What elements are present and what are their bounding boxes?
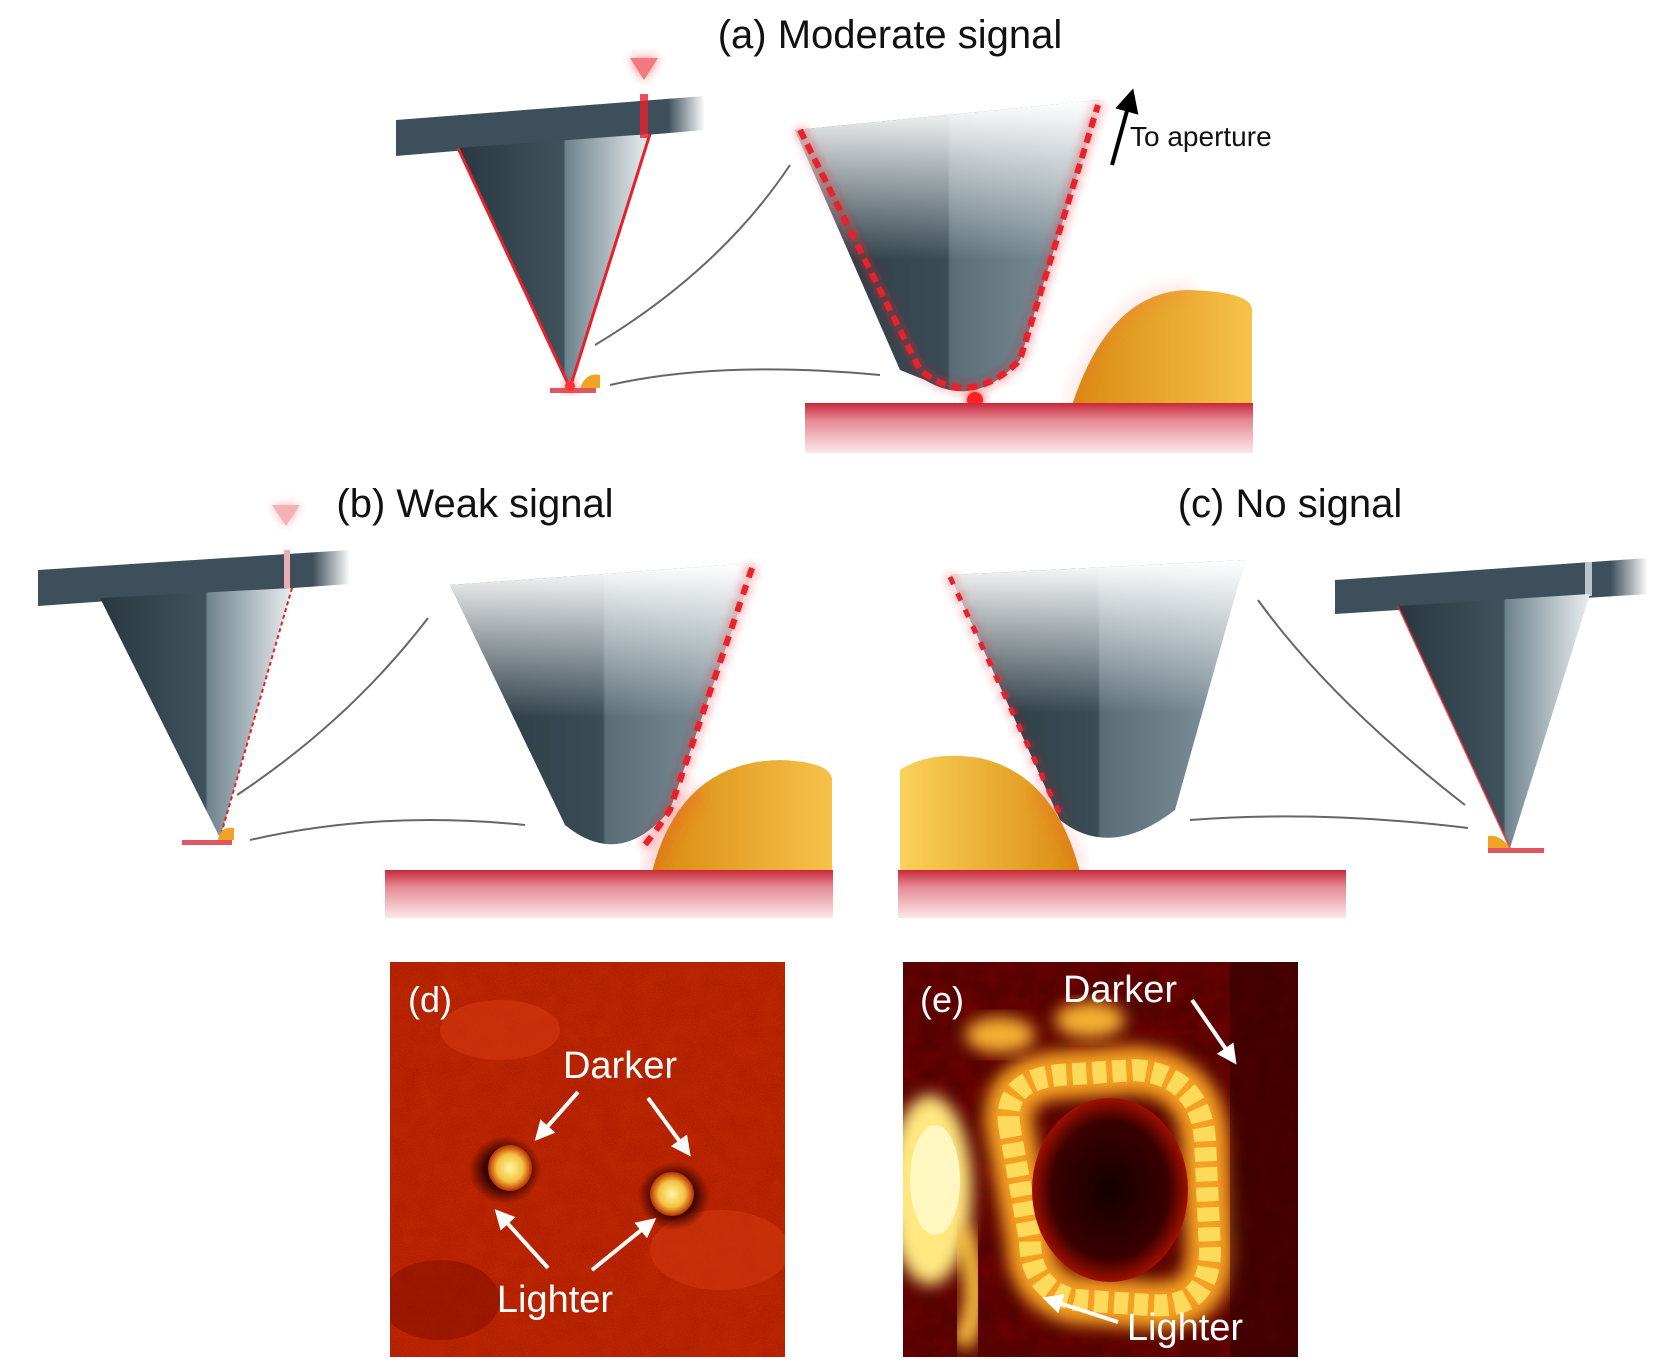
panel-b-zoomed-tip [450,563,755,853]
panel-a-laser-coating [797,104,1101,391]
panel-c: (c) No signal [898,482,1648,918]
panel-b-cantilever [38,550,350,606]
panel-a-small-particle [580,374,600,388]
panel-a: (a) Moderate signal To aperture [396,13,1272,453]
panel-a-small-probe [396,58,705,393]
panel-e-letter: (e) [920,979,964,1020]
panel-e-arrows [1042,998,1237,1324]
panel-d-bright-spot-2 [650,1172,694,1216]
panel-a-tip-cone [458,134,650,388]
panel-b-small-particle [218,827,234,840]
panel-a-laser-beam-icon [630,58,658,80]
panel-a-cantilever [396,96,705,156]
panel-d-map [390,962,785,1357]
panel-c-small-probe [1335,558,1648,853]
panel-b-label: (b) Weak signal [336,482,613,526]
panel-b-tip-cone [100,588,292,838]
panel-b: (b) Weak signal [38,482,833,918]
panel-d-letter: (d) [408,979,452,1020]
panel-b-laser-coating [637,567,755,853]
panel-c-gold-particle [900,755,1080,872]
panel-e-darker-label: Darker [1063,969,1177,1011]
panel-e-map [903,962,1298,1357]
panel-a-laser-slot [640,94,648,138]
panel-d-darker-label: Darker [563,1045,677,1087]
panel-a-substrate [805,403,1253,453]
panel-b-small-probe [38,505,350,845]
panel-a-aperture-label: To aperture [1130,121,1272,152]
panel-c-small-particle [1488,835,1510,848]
panel-d-arrows [494,1090,691,1272]
panel-a-gold-particle [1072,290,1252,405]
panel-d-bright-spot-1 [488,1145,532,1191]
panel-b-gold-particle [652,760,832,872]
panel-c-laser-coating [947,575,1063,817]
panel-e-lighter-label: Lighter [1127,1307,1244,1349]
panel-e: (e) Darker Lighter [903,962,1298,1357]
panel-c-substrate [898,870,1346,918]
panel-a-label: (a) Moderate signal [718,13,1063,57]
panel-a-aperture-arrow [1110,88,1139,166]
panel-b-laser-beam-icon [272,505,300,526]
panel-c-tip-cone [1398,594,1590,848]
panel-c-cantilever [1335,558,1648,614]
panel-c-label: (c) No signal [1178,482,1403,526]
panel-c-zoomed-tip [947,560,1245,838]
panel-d-lighter-label: Lighter [497,1279,614,1321]
panel-a-zoomed-tip [795,100,1101,408]
panel-d: (d) Darker Lighter [390,962,785,1357]
panel-b-substrate [385,870,833,918]
panel-e-dark-core [1032,1098,1188,1282]
